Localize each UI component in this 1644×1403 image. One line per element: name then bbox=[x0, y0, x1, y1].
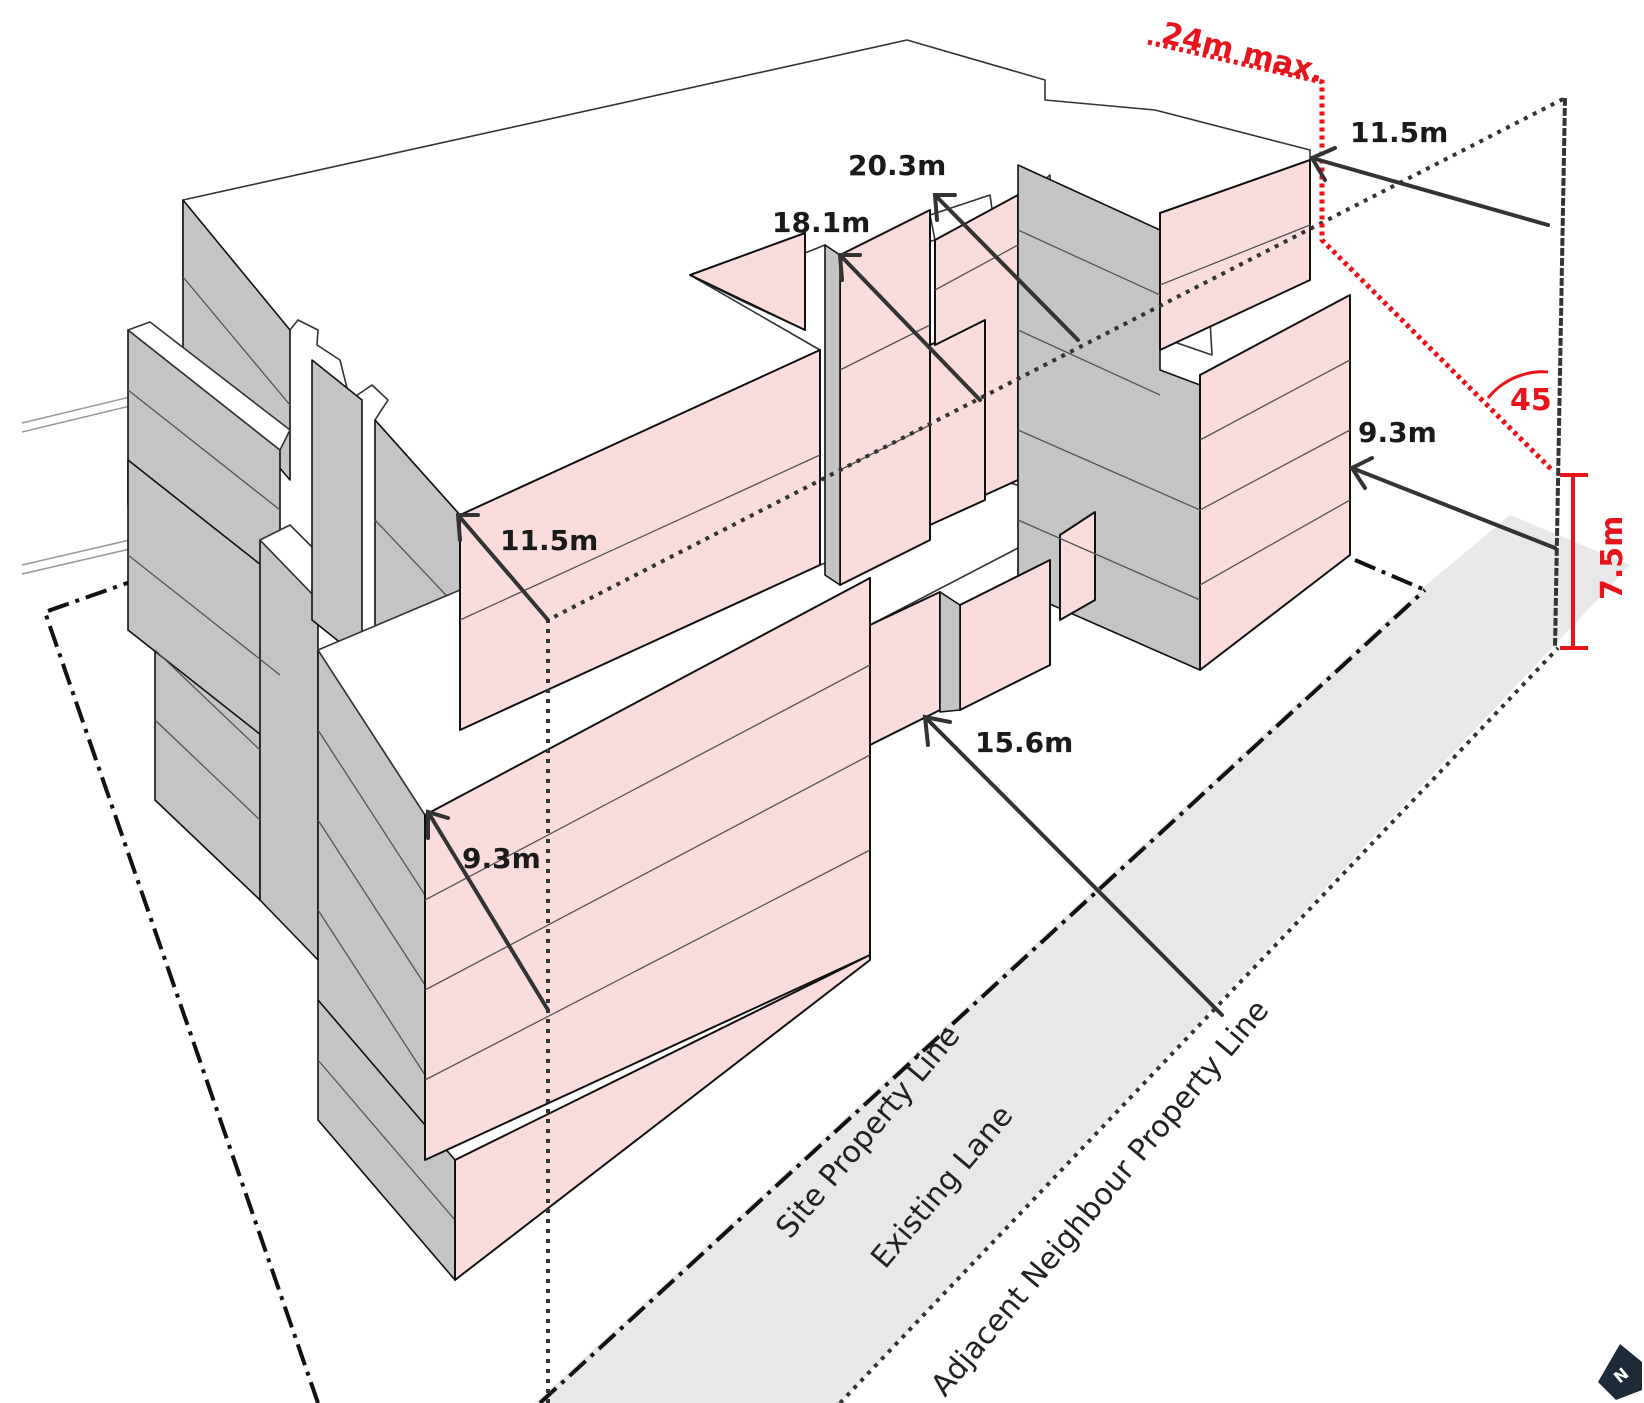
north-arrow-icon: N bbox=[1598, 1344, 1642, 1400]
triangle-face[interactable] bbox=[689, 232, 806, 331]
label-15-6m: 15.6m bbox=[975, 726, 1073, 759]
dimension-arrows bbox=[426, 146, 1557, 1017]
label-7-5m: 7.5m bbox=[1595, 516, 1630, 600]
front-face-upper[interactable] bbox=[459, 349, 821, 731]
label-18-1m: 18.1m bbox=[772, 206, 870, 239]
label-20-3m: 20.3m bbox=[848, 149, 946, 182]
left-block-e bbox=[311, 359, 363, 661]
label-11-5m-mid: 11.5m bbox=[500, 524, 598, 557]
label-11-5m-top: 11.5m bbox=[1350, 116, 1448, 149]
mid-column-side bbox=[824, 244, 841, 586]
left-block-d bbox=[259, 539, 319, 961]
label-24m-max: 24m max. bbox=[1158, 16, 1327, 90]
podium-block-c[interactable] bbox=[1059, 511, 1096, 621]
site-boundary-line bbox=[42, 573, 320, 1403]
label-45-degrees: 45 bbox=[1510, 383, 1552, 418]
front-face-base[interactable] bbox=[454, 954, 871, 1281]
right-face-lower[interactable] bbox=[1199, 294, 1351, 671]
site-property-line bbox=[538, 588, 1427, 1403]
adjacent-neighbour-property-line bbox=[838, 646, 1560, 1403]
label-9-3m-right: 9.3m bbox=[1358, 416, 1437, 449]
existing-lane-surface bbox=[535, 515, 1630, 1403]
left-block-a-top bbox=[127, 321, 291, 451]
podium-block-b[interactable] bbox=[959, 559, 1051, 711]
site-boundary-rear bbox=[1354, 558, 1426, 592]
podium-block-gap bbox=[939, 591, 961, 713]
left-floor-lines bbox=[127, 276, 461, 1221]
step-face-low[interactable] bbox=[929, 319, 986, 526]
label-9-3m-front: 9.3m bbox=[462, 842, 541, 875]
pink-floor-lines bbox=[424, 224, 1351, 1081]
